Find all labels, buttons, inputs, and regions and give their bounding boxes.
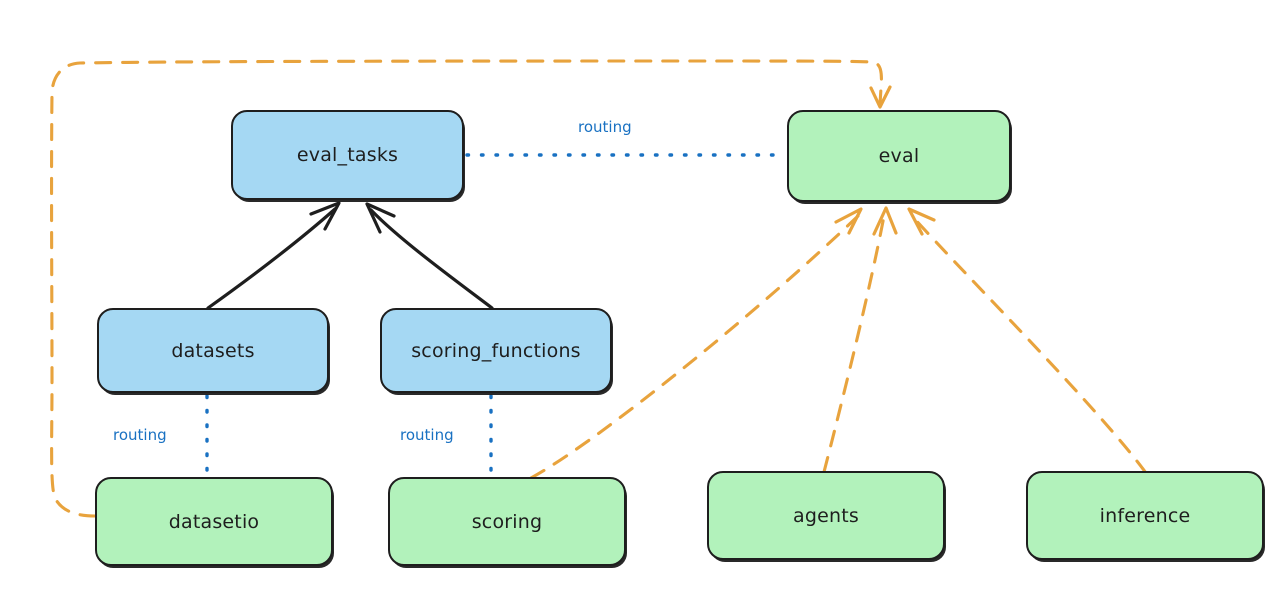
node-inference-label: inference (1099, 504, 1191, 527)
edge-scoring_functions-eval_tasks (365, 202, 494, 310)
node-eval-tasks-label: eval_tasks (296, 144, 399, 166)
edge-datasets-eval_tasks (206, 201, 341, 310)
edge-label-routing-eval: routing (578, 118, 632, 136)
node-datasets-label: datasets (171, 339, 255, 362)
node-scoring-functions-label: scoring_functions (411, 339, 581, 362)
edge-label-routing-scoring: routing (400, 426, 454, 444)
node-datasets[interactable]: datasets (97, 308, 329, 393)
node-eval-label: eval (878, 145, 920, 167)
node-scoring-functions[interactable]: scoring_functions (380, 308, 612, 393)
edge-datasetio-eval (50, 59, 892, 518)
node-agents[interactable]: agents (707, 471, 945, 560)
node-datasetio-label: datasetio (168, 510, 260, 533)
edge-inference-eval (907, 207, 1148, 475)
node-inference[interactable]: inference (1026, 471, 1264, 560)
edge-label-routing-datasetio: routing (113, 426, 167, 444)
edge-agents-eval (822, 206, 898, 474)
node-eval[interactable]: eval (787, 110, 1011, 202)
node-agents-label: agents (793, 504, 859, 527)
node-eval-tasks[interactable]: eval_tasks (231, 110, 464, 200)
node-scoring[interactable]: scoring (388, 477, 626, 566)
node-scoring-label: scoring (471, 510, 543, 533)
node-datasetio[interactable]: datasetio (95, 477, 333, 566)
